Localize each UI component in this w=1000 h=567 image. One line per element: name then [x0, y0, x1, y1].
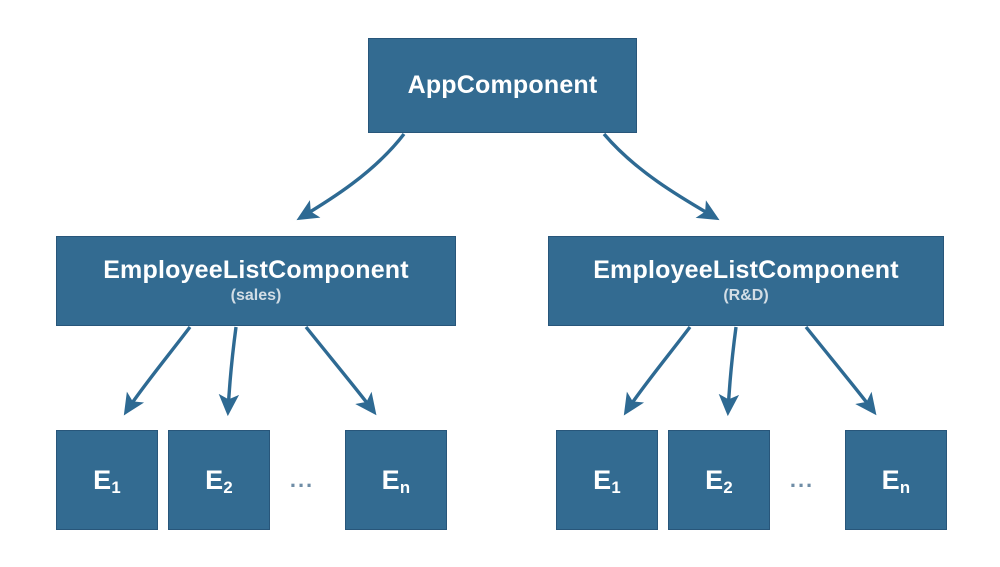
node-employee-list-component-sales[interactable]: EmployeeListComponent (sales): [56, 236, 456, 326]
leaf-node-rnd-en[interactable]: En: [845, 430, 947, 530]
node-app-component-label: AppComponent: [407, 71, 598, 100]
edge-root-to-branch-0: [296, 132, 406, 221]
leaf-label-base: E: [593, 464, 612, 495]
leaf-label-base: E: [93, 464, 112, 495]
leaf-label-base: E: [381, 464, 400, 495]
leaf-label-subscript: n: [899, 477, 911, 497]
leaf-node-rnd-e1[interactable]: E1: [556, 430, 658, 530]
leaf-label-base: E: [205, 464, 224, 495]
node-app-component[interactable]: AppComponent: [368, 38, 637, 133]
edge-branch-1-to-leaf-1: [718, 326, 740, 417]
leaf-node-sales-e1[interactable]: E1: [56, 430, 158, 530]
leaf-node-rnd-e1-label: E1: [593, 464, 621, 497]
ellipsis-rnd: ...: [789, 467, 815, 492]
leaf-label-subscript: 1: [611, 477, 621, 497]
node-employee-list-component-rnd[interactable]: EmployeeListComponent (R&D): [548, 236, 944, 326]
leaf-node-rnd-e2[interactable]: E2: [668, 430, 770, 530]
leaf-node-sales-en-label: En: [381, 464, 411, 497]
leaf-node-sales-e2-label: E2: [205, 464, 233, 497]
node-employee-list-component-sales-subtitle: (sales): [230, 287, 282, 305]
leaf-label-subscript: 1: [111, 477, 121, 497]
edge-branch-0-to-leaf-1: [218, 326, 240, 417]
edge-branch-0-to-leaf-0: [123, 325, 192, 416]
leaf-label-subscript: 2: [223, 477, 233, 497]
leaf-label-base: E: [705, 464, 724, 495]
edge-root-to-branch-1: [602, 132, 720, 221]
node-employee-list-component-sales-label: EmployeeListComponent: [103, 255, 409, 284]
edge-branch-0-to-leaf-2: [304, 325, 377, 416]
edge-branch-1-to-leaf-0: [623, 325, 692, 416]
leaf-node-sales-e1-label: E1: [93, 464, 121, 497]
edge-branch-1-to-leaf-2: [804, 325, 877, 416]
leaf-label-subscript: n: [399, 477, 411, 497]
leaf-node-rnd-en-label: En: [881, 464, 911, 497]
leaf-label-subscript: 2: [723, 477, 733, 497]
node-employee-list-component-rnd-subtitle: (R&D): [723, 287, 769, 305]
leaf-label-base: E: [881, 464, 900, 495]
node-employee-list-component-rnd-label: EmployeeListComponent: [593, 255, 899, 284]
ellipsis-sales: ...: [289, 467, 315, 492]
leaf-node-rnd-e2-label: E2: [705, 464, 733, 497]
leaf-node-sales-e2[interactable]: E2: [168, 430, 270, 530]
leaf-node-sales-en[interactable]: En: [345, 430, 447, 530]
